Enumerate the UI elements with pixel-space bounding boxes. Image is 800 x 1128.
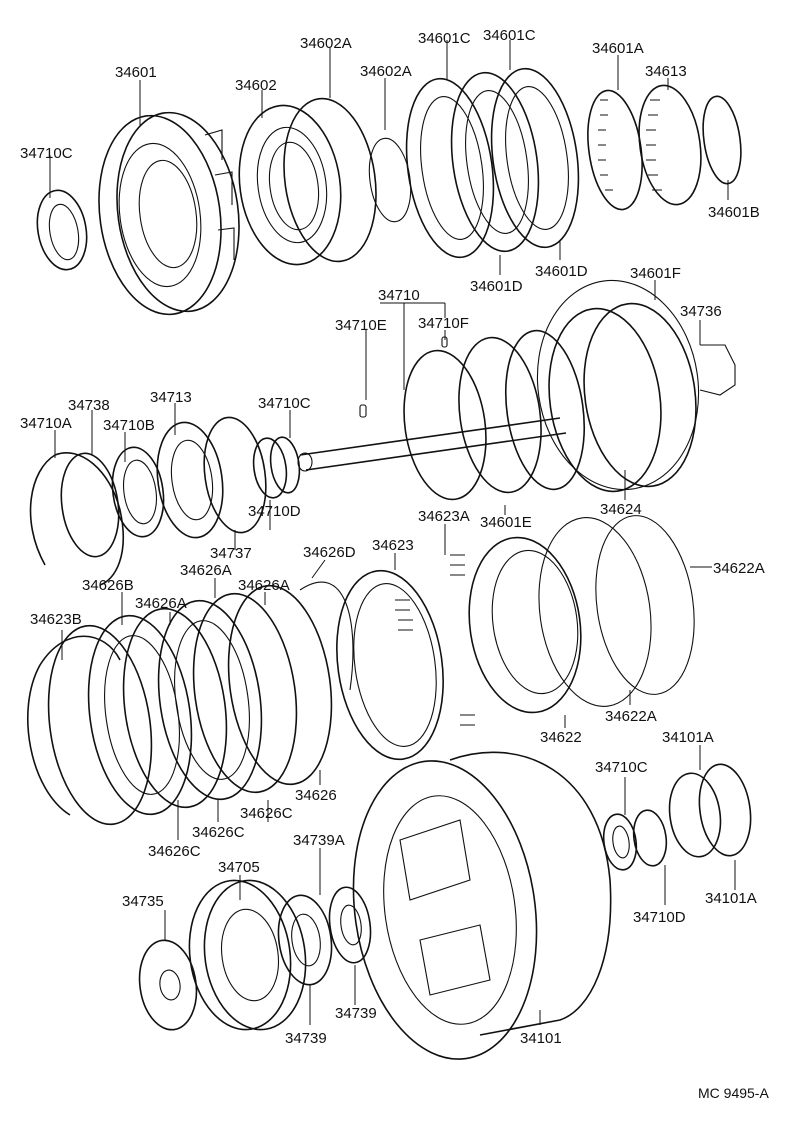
leader-lines — [49, 40, 736, 1025]
label-34101a-top: 34101A — [662, 729, 714, 746]
part-34710-shaft — [297, 336, 567, 472]
label-34622a-right: 34622A — [713, 560, 765, 577]
label-34601: 34601 — [115, 64, 157, 81]
part-labels: 34601 34602 34602A 34602A 34601C 34601C … — [20, 27, 769, 1101]
label-34739a: 34739A — [293, 832, 345, 849]
label-34626c-c: 34626C — [148, 843, 201, 860]
label-34710c-top: 34710C — [20, 145, 73, 162]
part-34713-gear-set — [29, 416, 301, 586]
part-34601a-springs — [587, 84, 742, 211]
label-34738: 34738 — [68, 397, 110, 414]
label-34626: 34626 — [295, 787, 337, 804]
part-34602a-rings — [283, 97, 412, 263]
label-34601e: 34601E — [480, 514, 532, 531]
label-34624: 34624 — [600, 501, 642, 518]
part-34626-clutch-pack — [27, 581, 354, 826]
label-34710: 34710 — [378, 287, 420, 304]
label-34735: 34735 — [122, 893, 164, 910]
label-34623b: 34623B — [30, 611, 82, 628]
part-34622-piston-set — [336, 515, 695, 761]
label-34737: 34737 — [210, 545, 252, 562]
label-34710c-lower: 34710C — [595, 759, 648, 776]
part-34601c-clutch-plates — [405, 67, 580, 259]
label-34705: 34705 — [218, 859, 260, 876]
label-34710d-mid: 34710D — [248, 503, 301, 520]
label-34101a-bottom: 34101A — [705, 890, 757, 907]
label-34739-b: 34739 — [335, 1005, 377, 1022]
label-34626b: 34626B — [82, 577, 134, 594]
label-34601d-b: 34601D — [535, 263, 588, 280]
label-34626c-a: 34626C — [240, 805, 293, 822]
label-34602: 34602 — [235, 77, 277, 94]
label-34623: 34623 — [372, 537, 414, 554]
label-34710f: 34710F — [418, 315, 469, 332]
label-34736: 34736 — [680, 303, 722, 320]
label-34622: 34622 — [540, 729, 582, 746]
label-34601d-a: 34601D — [470, 278, 523, 295]
label-34601f: 34601F — [630, 265, 681, 282]
label-34602a-mid: 34602A — [360, 63, 412, 80]
label-34626a-b: 34626A — [238, 577, 290, 594]
label-34101: 34101 — [520, 1030, 562, 1047]
label-34626d: 34626D — [303, 544, 356, 561]
label-34623a: 34623A — [418, 508, 470, 525]
label-34710c-mid: 34710C — [258, 395, 311, 412]
label-34601a-top: 34601A — [592, 40, 644, 57]
label-34710e: 34710E — [335, 317, 387, 334]
label-34601c-a: 34601C — [418, 30, 471, 47]
label-34601b: 34601B — [708, 204, 760, 221]
diagram-code: MC 9495-A — [698, 1085, 769, 1101]
part-34101a-rings — [602, 763, 752, 871]
part-34710c-seal-top — [36, 189, 88, 271]
label-34602a-top: 34602A — [300, 35, 352, 52]
label-34601c-b: 34601C — [483, 27, 536, 44]
label-34626a-c: 34626A — [135, 595, 187, 612]
part-34624-drum-assembly — [403, 279, 736, 501]
label-34739-a: 34739 — [285, 1030, 327, 1047]
label-34626c-b: 34626C — [192, 824, 245, 841]
part-34602-piston — [238, 104, 342, 266]
label-34710d-lower: 34710D — [633, 909, 686, 926]
label-34622a-lower: 34622A — [605, 708, 657, 725]
part-34601-drum — [98, 111, 240, 316]
part-34705-hub-set — [138, 879, 372, 1031]
label-34710b: 34710B — [103, 417, 155, 434]
label-34713: 34713 — [150, 389, 192, 406]
part-34101-case — [352, 751, 612, 1060]
label-34613: 34613 — [645, 63, 687, 80]
label-34710a: 34710A — [20, 415, 72, 432]
label-34626a-a: 34626A — [180, 562, 232, 579]
